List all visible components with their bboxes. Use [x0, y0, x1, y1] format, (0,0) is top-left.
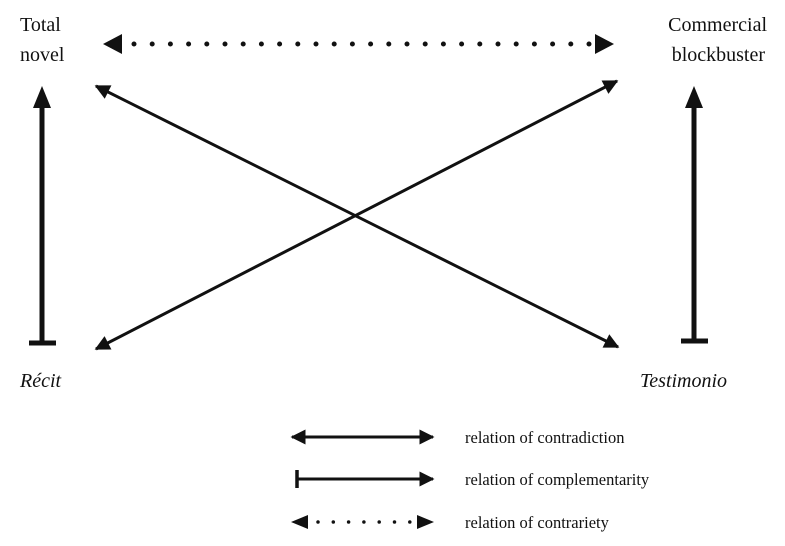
- label-total-novel-line1: Total: [20, 14, 61, 36]
- legend-complementarity-label: relation of complementarity: [465, 470, 650, 489]
- label-commercial-blockbuster-line1: Commercial: [668, 14, 767, 36]
- label-commercial-blockbuster-line2: blockbuster: [672, 44, 766, 66]
- legend-contrariety-label: relation of contrariety: [465, 513, 610, 532]
- label-recit: Récit: [19, 370, 62, 392]
- contradiction-arrow-recit-blockbuster: [94, 79, 619, 351]
- legend-contradiction-label: relation of contradiction: [465, 428, 624, 447]
- complementarity-arrow-right: [681, 86, 708, 344]
- legend: relation of contradiction relation of co…: [290, 428, 650, 532]
- label-testimonio: Testimonio: [640, 370, 727, 392]
- legend-item-complementarity: relation of complementarity: [295, 470, 650, 489]
- complementarity-arrow-left: [29, 86, 56, 346]
- legend-item-contradiction: relation of contradiction: [290, 428, 624, 447]
- legend-item-contrariety: relation of contrariety: [291, 513, 610, 532]
- contrariety-arrow-top: [103, 34, 614, 54]
- label-total-novel-line2: novel: [20, 44, 65, 66]
